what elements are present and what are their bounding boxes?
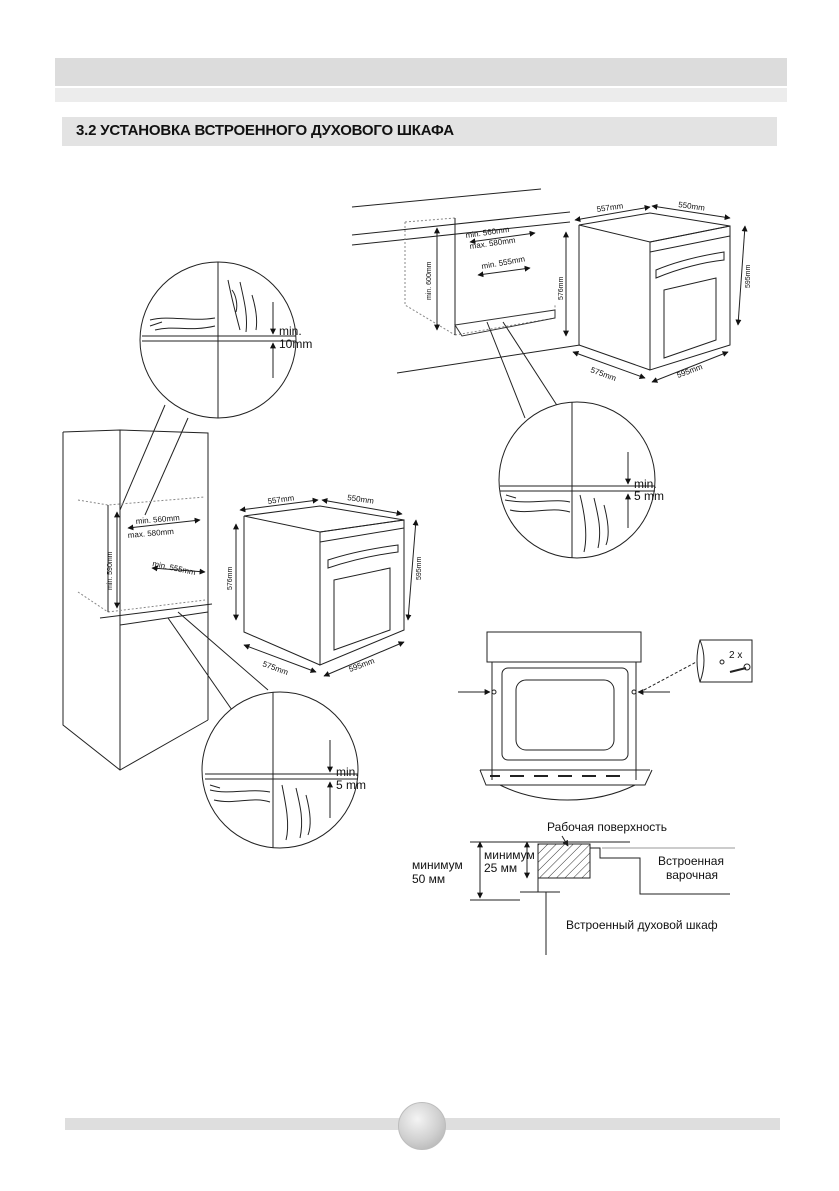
- section-view-drawing: [470, 835, 735, 955]
- column-cab-height: min. 590mm: [107, 551, 114, 590]
- oven-mid-height: 576mm: [227, 566, 234, 590]
- upper-cab-height: min. 600mm: [426, 261, 433, 300]
- section-heading: 3.2 УСТАНОВКА ВСТРОЕННОГО ДУХОВОГО ШКАФА: [62, 117, 777, 146]
- oven-front-view: [458, 631, 753, 801]
- screw-count: 2 x: [729, 650, 742, 661]
- detail-5r-min: min.: [634, 477, 657, 491]
- oven-top-bottom-width: 595mm: [676, 362, 704, 380]
- oven-mid-total-height: 595mm: [416, 556, 423, 580]
- header-bar: [55, 58, 787, 86]
- oven-top-bottom-depth: 575mm: [589, 365, 617, 383]
- column-cab-width-min: min. 560mm: [135, 513, 180, 526]
- detail-5b-value: 5 mm: [336, 778, 366, 792]
- column-cab-depth: min. 555mm: [152, 559, 197, 577]
- section-title: 3.2 УСТАНОВКА ВСТРОЕННОГО ДУХОВОГО ШКАФА: [76, 122, 454, 139]
- oven-mid-depth: 557mm: [267, 493, 295, 506]
- min-50-label-b: 50 мм: [412, 872, 445, 886]
- min-25-label-a: минимум: [484, 848, 535, 862]
- detail-5b-min: min.: [336, 765, 359, 779]
- oven-top-depth: 557mm: [596, 201, 624, 214]
- oven-mid-width: 550mm: [347, 493, 375, 506]
- page-number-badge: [398, 1102, 446, 1150]
- column-cab-width-max: max. 580mm: [127, 527, 174, 540]
- oven-top-total-height: 595mm: [745, 264, 752, 288]
- oven-mid-bottom-width: 595mm: [348, 656, 376, 674]
- column-cabinet-drawing: [62, 429, 213, 771]
- oven-drawing-top: [563, 203, 748, 383]
- detail-10-value: 10mm: [279, 337, 312, 351]
- header-subbar: [55, 88, 787, 102]
- hob-label-a: Встроенная: [658, 854, 724, 868]
- detail-circle-10mm: [119, 261, 297, 516]
- min-25-label-b: 25 мм: [484, 861, 517, 875]
- oven-label: Встроенный духовой шкаф: [566, 918, 718, 932]
- oven-drawing-mid: [233, 497, 419, 677]
- detail-circle-5mm-right: [486, 321, 656, 559]
- screw-icon: [729, 663, 751, 673]
- oven-top-height: 576mm: [558, 276, 565, 300]
- oven-top-width: 550mm: [678, 200, 706, 213]
- detail-circle-5mm-bottom: [167, 611, 359, 849]
- work-surface-label: Рабочая поверхность: [547, 820, 667, 834]
- min-50-label-a: минимум: [412, 858, 463, 872]
- detail-10-min: min.: [279, 324, 302, 338]
- hob-label-b: варочная: [666, 868, 718, 882]
- upper-cab-depth: min. 555mm: [481, 254, 526, 271]
- oven-mid-bottom-depth: 575mm: [261, 659, 289, 677]
- detail-5r-value: 5 mm: [634, 489, 664, 503]
- upper-cabinet-drawing: [351, 188, 581, 374]
